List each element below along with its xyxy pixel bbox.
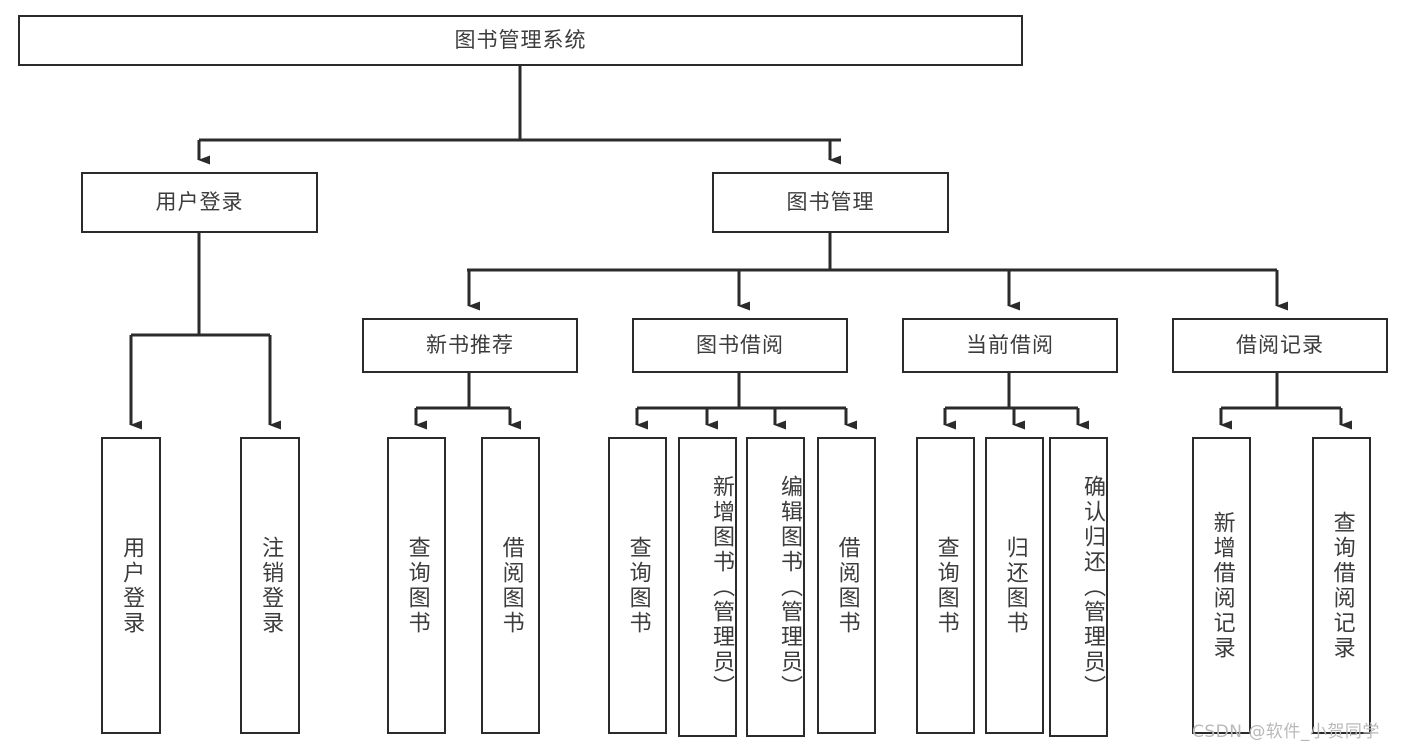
node-leaf-borrow-book-1-label: 借阅图书	[498, 535, 524, 636]
node-current-borrow-label: 当前借阅	[966, 333, 1054, 357]
node-current-borrow[interactable]: 当前借阅	[902, 318, 1118, 373]
node-leaf-borrow-book-2-label: 借阅图书	[834, 535, 860, 636]
node-user-login[interactable]: 用户登录	[81, 172, 318, 233]
node-book-borrow-label: 图书借阅	[696, 333, 784, 357]
node-leaf-return-book[interactable]: 归还图书	[985, 437, 1044, 734]
node-leaf-query-book-2-label: 查询图书	[625, 535, 651, 636]
node-leaf-confirm-return-admin[interactable]: 确认归还（管理员）	[1049, 437, 1108, 737]
node-book-borrow[interactable]: 图书借阅	[632, 318, 848, 373]
node-borrow-record[interactable]: 借阅记录	[1172, 318, 1388, 373]
node-user-login-label: 用户登录	[155, 190, 244, 214]
node-new-book-recommend-label: 新书推荐	[426, 333, 514, 357]
node-leaf-add-borrow-record-label: 新增借阅记录	[1209, 510, 1235, 661]
node-leaf-query-book-3[interactable]: 查询图书	[916, 437, 975, 734]
node-leaf-query-book-1[interactable]: 查询图书	[387, 437, 446, 734]
node-leaf-query-borrow-record[interactable]: 查询借阅记录	[1312, 437, 1371, 734]
node-leaf-query-book-1-label: 查询图书	[404, 535, 430, 636]
node-leaf-user-login-label: 用户登录	[119, 535, 145, 636]
node-root-label: 图书管理系统	[454, 28, 587, 52]
node-leaf-borrow-book-1[interactable]: 借阅图书	[481, 437, 540, 734]
node-leaf-query-book-2[interactable]: 查询图书	[608, 437, 667, 734]
node-leaf-add-book-admin-label: 新增图书（管理员）	[709, 474, 734, 700]
node-leaf-edit-book-admin-label: 编辑图书（管理员）	[777, 474, 802, 700]
node-leaf-logout-login-label: 注销登录	[258, 535, 284, 636]
node-root-book-management-system[interactable]: 图书管理系统	[18, 15, 1023, 66]
node-leaf-return-book-label: 归还图书	[1002, 535, 1028, 636]
node-leaf-query-book-3-label: 查询图书	[933, 535, 959, 636]
node-borrow-record-label: 借阅记录	[1236, 333, 1324, 357]
node-leaf-user-login[interactable]: 用户登录	[101, 437, 161, 734]
node-leaf-logout-login[interactable]: 注销登录	[240, 437, 300, 734]
node-book-management[interactable]: 图书管理	[712, 172, 949, 233]
node-leaf-edit-book-admin[interactable]: 编辑图书（管理员）	[746, 437, 805, 737]
node-book-management-label: 图书管理	[786, 190, 875, 214]
node-leaf-add-borrow-record[interactable]: 新增借阅记录	[1192, 437, 1251, 734]
node-leaf-add-book-admin[interactable]: 新增图书（管理员）	[678, 437, 737, 737]
node-new-book-recommend[interactable]: 新书推荐	[362, 318, 578, 373]
node-leaf-query-borrow-record-label: 查询借阅记录	[1329, 510, 1355, 661]
node-leaf-confirm-return-admin-label: 确认归还（管理员）	[1080, 474, 1105, 700]
node-leaf-borrow-book-2[interactable]: 借阅图书	[817, 437, 876, 734]
